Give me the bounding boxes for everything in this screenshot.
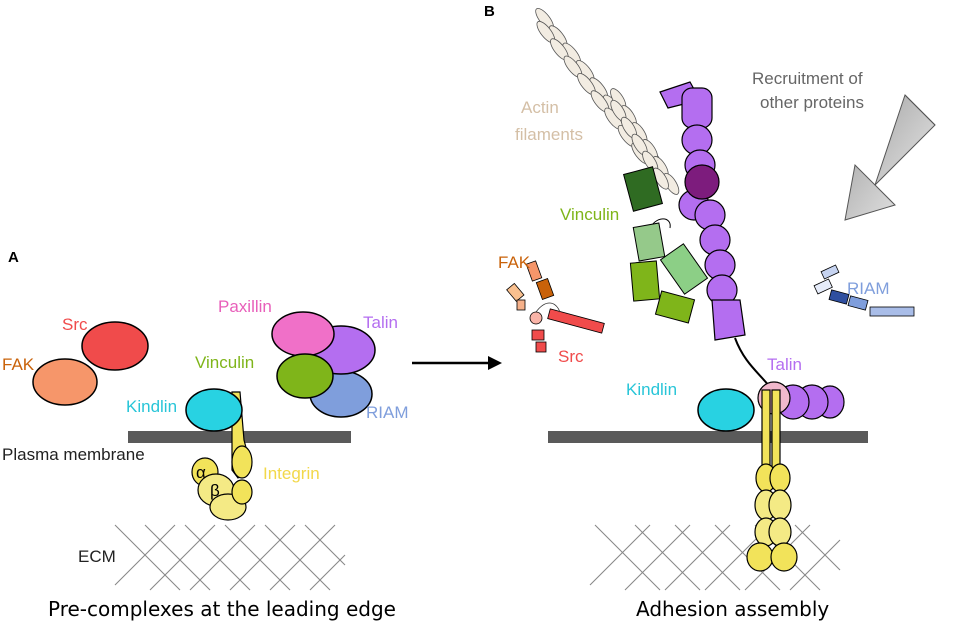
ecm-mesh-b bbox=[589, 524, 841, 591]
recruitment-arrow bbox=[844, 94, 936, 221]
recruitment-label-line1: Recruitment of bbox=[752, 69, 863, 88]
fak-src-complex-b bbox=[506, 260, 605, 353]
vinculin-label-b: Vinculin bbox=[560, 205, 619, 224]
fak-blob-a bbox=[32, 358, 98, 406]
plasma-membrane-label: Plasma membrane bbox=[2, 445, 145, 464]
paxillin-blob-a bbox=[271, 311, 335, 357]
plasma-membrane-b bbox=[548, 431, 868, 443]
kindlin-label-a: Kindlin bbox=[126, 397, 177, 416]
vinculin-label-a: Vinculin bbox=[195, 353, 254, 372]
actin-label-line1: Actin bbox=[521, 98, 559, 117]
transition-arrow bbox=[412, 356, 502, 370]
riam-b bbox=[813, 264, 915, 317]
panel-a-letter: A bbox=[8, 249, 19, 266]
fak-label-a: FAK bbox=[2, 355, 35, 374]
beta-label: β bbox=[210, 481, 220, 500]
riam-label-b: RIAM bbox=[847, 279, 890, 298]
ecm-mesh-a bbox=[114, 524, 346, 591]
fak-label-b: FAK bbox=[498, 253, 531, 272]
src-label-b: Src bbox=[558, 347, 584, 366]
actin-filaments bbox=[535, 7, 680, 195]
kindlin-label-b: Kindlin bbox=[626, 380, 677, 399]
actin-label-line2: filaments bbox=[515, 125, 583, 144]
talin-label-b: Talin bbox=[767, 355, 802, 374]
talin-label-a: Talin bbox=[363, 313, 398, 332]
alpha-label: α bbox=[196, 463, 206, 482]
panel-a-caption: Pre-complexes at the leading edge bbox=[48, 597, 396, 621]
kindlin-blob-a bbox=[185, 388, 243, 432]
src-label-a: Src bbox=[62, 315, 88, 334]
talin-rod-b bbox=[659, 81, 746, 341]
panel-b-letter: B bbox=[484, 3, 495, 20]
ecm-label-a: ECM bbox=[78, 547, 116, 566]
integrin-b bbox=[746, 389, 798, 572]
src-blob-a bbox=[81, 321, 149, 371]
kindlin-blob-b bbox=[697, 388, 755, 432]
integrin-label-a: Integrin bbox=[263, 464, 320, 483]
paxillin-label-a: Paxillin bbox=[218, 297, 272, 316]
riam-label-a: RIAM bbox=[366, 403, 409, 422]
talin-head-b bbox=[757, 381, 845, 420]
recruitment-label-line2: other proteins bbox=[760, 93, 864, 112]
panel-b-caption: Adhesion assembly bbox=[636, 597, 829, 621]
vinculin-b bbox=[622, 166, 709, 324]
vinculin-blob-a bbox=[276, 353, 334, 399]
